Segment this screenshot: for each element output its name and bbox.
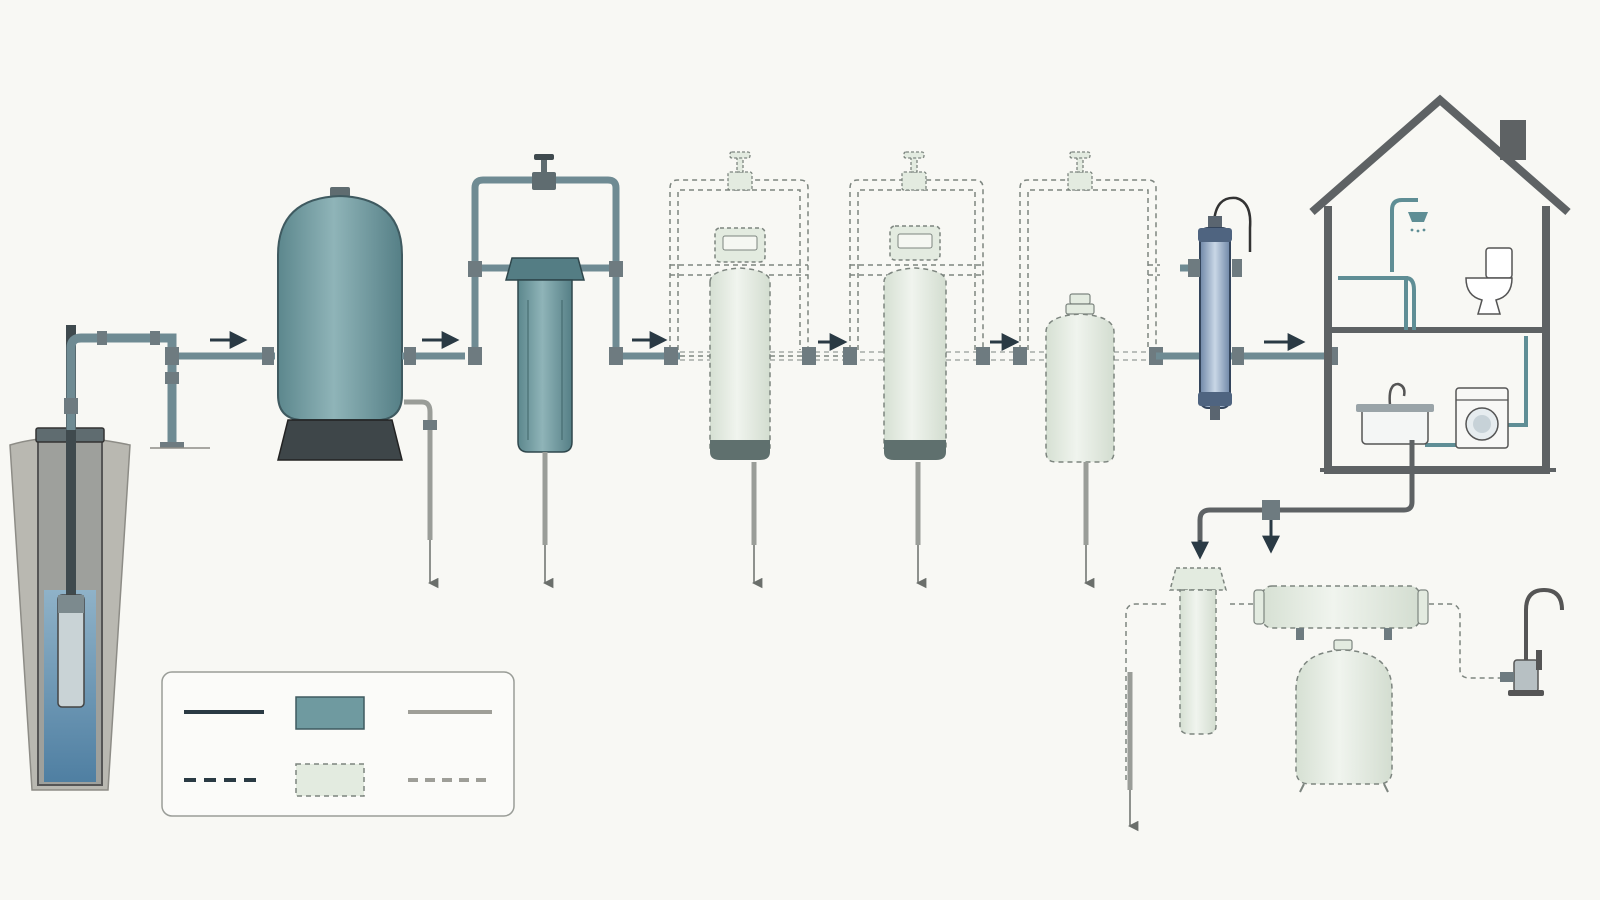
legend-optional-component	[295, 763, 365, 797]
submersible-pump-icon	[57, 594, 85, 708]
faucet-icon	[1500, 587, 1564, 696]
pipe-fitting	[97, 331, 107, 345]
pipe-fitting	[150, 331, 160, 345]
pipe-fitting	[160, 442, 184, 448]
optional-ro-piping	[1125, 603, 1500, 780]
carbon-tank-icon	[1045, 293, 1115, 463]
shower-icon	[1408, 212, 1428, 233]
pipe-fitting	[976, 347, 990, 365]
branch-pipe	[1197, 440, 1415, 548]
cartridge-filter-icon	[505, 257, 585, 453]
pipe-fitting	[165, 347, 179, 365]
optional-bypass-valve-icon	[1067, 151, 1093, 191]
ro-storage-tank-icon	[1295, 639, 1393, 793]
softener-tank-icon	[883, 225, 947, 460]
pipe-fitting	[468, 261, 482, 277]
ro-prefilter-icon	[1169, 567, 1227, 735]
pipe-fitting	[609, 347, 623, 365]
well-outlet-pipe	[66, 333, 275, 448]
drain-line	[404, 399, 433, 540]
pipe-fitting	[843, 347, 857, 365]
pipe-fitting	[609, 261, 623, 277]
pipe-fitting	[404, 347, 416, 365]
optional-pipe	[860, 351, 1020, 361]
bypass-valve-icon	[532, 154, 556, 190]
uv-lamp-icon	[1188, 196, 1252, 420]
pressure-tank-icon	[277, 187, 403, 461]
pipe-fitting	[165, 372, 179, 384]
ro-membrane-icon	[1253, 585, 1429, 640]
optional-bypass-valve-icon	[901, 151, 927, 191]
washing-machine-icon	[1455, 387, 1509, 449]
pipe-fitting	[1013, 347, 1027, 365]
pipe-fitting	[802, 347, 816, 365]
legend	[161, 671, 515, 817]
optional-bypass-valve-icon	[727, 151, 753, 191]
legend-installed-component	[295, 696, 365, 730]
pipe-fitting	[664, 347, 678, 365]
pipe-fitting	[468, 347, 482, 365]
well-casing-icon	[9, 325, 131, 791]
softener-tank-icon	[709, 227, 771, 460]
pipe-fitting	[262, 347, 274, 365]
pipe-fitting	[1262, 500, 1280, 520]
pipe-fitting	[64, 398, 78, 414]
sink-icon	[1356, 382, 1434, 445]
toilet-icon	[1465, 247, 1513, 315]
house-plumbing	[1338, 198, 1528, 447]
house-icon	[1309, 94, 1571, 474]
pipe-fitting	[423, 420, 437, 430]
